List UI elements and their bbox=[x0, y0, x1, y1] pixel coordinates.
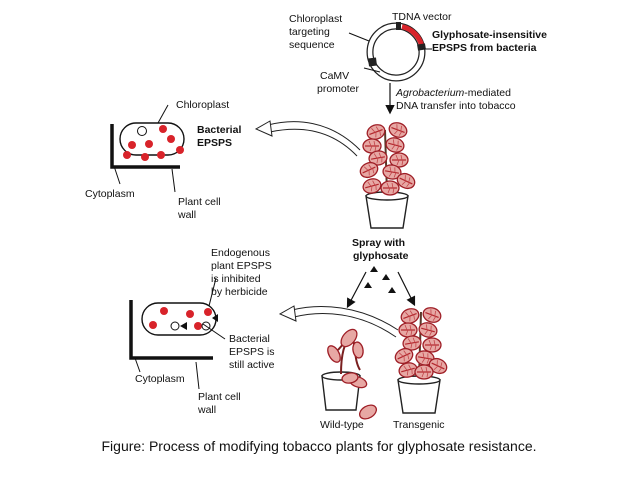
wall-label-top-2: wall bbox=[177, 209, 196, 221]
wildtype-label: Wild-type bbox=[320, 419, 364, 431]
cell-wall-bottom bbox=[129, 300, 213, 360]
pot-top bbox=[365, 195, 409, 229]
targeting-label-2: targeting bbox=[289, 26, 330, 38]
targeting-label-1: Chloroplast bbox=[289, 13, 342, 25]
figure-caption: Figure: Process of modifying tobacco pla… bbox=[101, 438, 537, 454]
targeting-label-3: sequence bbox=[289, 39, 335, 51]
endogenous-label-1: Endogenous bbox=[211, 247, 270, 259]
cell-top bbox=[110, 104, 185, 193]
transfer-label-1: Agrobacterium-mediated bbox=[395, 87, 511, 99]
bacterial-epsps-label-top-2: EPSPS bbox=[197, 137, 232, 149]
transgenic-plant-bottom bbox=[392, 304, 450, 414]
bacterial-label-bottom-2: EPSPS is bbox=[229, 346, 275, 358]
endogenous-label-3: is inhibited bbox=[211, 273, 261, 285]
targeting-leader bbox=[348, 32, 370, 42]
promoter-label-1: CaMV bbox=[320, 70, 349, 82]
promoter-leader bbox=[363, 67, 381, 73]
tdna-plasmid bbox=[348, 22, 432, 82]
arrow-to-wildtype bbox=[346, 271, 367, 309]
cell-bottom bbox=[129, 277, 226, 390]
epsps-label-2: EPSPS from bacteria bbox=[432, 42, 537, 54]
wall-label-bottom-2: wall bbox=[197, 404, 216, 416]
cell-wall-top bbox=[110, 124, 180, 169]
endogenous-label-2: plant EPSPS bbox=[211, 260, 272, 272]
spray-label-2: glyphosate bbox=[353, 250, 409, 262]
cytoplasm-label-top: Cytoplasm bbox=[85, 188, 135, 200]
bacterial-label-bottom-1: Bacterial bbox=[229, 333, 270, 345]
plasmid-title: TDNA vector bbox=[392, 11, 452, 23]
chloroplast-top bbox=[119, 122, 185, 156]
curved-arrow-top bbox=[267, 121, 361, 151]
epsps-label-1: Glyphosate-insensitive bbox=[432, 29, 547, 41]
bacterial-label-bottom-3: still active bbox=[229, 359, 275, 371]
chloroplast-label-top: Chloroplast bbox=[176, 99, 229, 111]
arrow-to-transgenic bbox=[397, 271, 416, 307]
curved-arrow-bottom bbox=[291, 306, 399, 331]
transfer-label-2: DNA transfer into tobacco bbox=[396, 100, 516, 112]
endogenous-label-4: by herbicide bbox=[211, 286, 268, 298]
spray-label-1: Spray with bbox=[352, 237, 405, 249]
transgenic-label: Transgenic bbox=[393, 419, 445, 431]
promoter-label-2: promoter bbox=[317, 83, 360, 95]
wall-label-top-1: Plant cell bbox=[178, 196, 221, 208]
bacterial-epsps-label-top-1: Bacterial bbox=[197, 124, 241, 136]
glyphosate-droplets bbox=[364, 266, 396, 293]
cytoplasm-label-bottom: Cytoplasm bbox=[135, 373, 185, 385]
wall-label-bottom-1: Plant cell bbox=[198, 391, 241, 403]
transgenic-plant-top bbox=[357, 119, 418, 229]
epsps-segment bbox=[401, 24, 425, 46]
wildtype-plant bbox=[321, 328, 378, 420]
